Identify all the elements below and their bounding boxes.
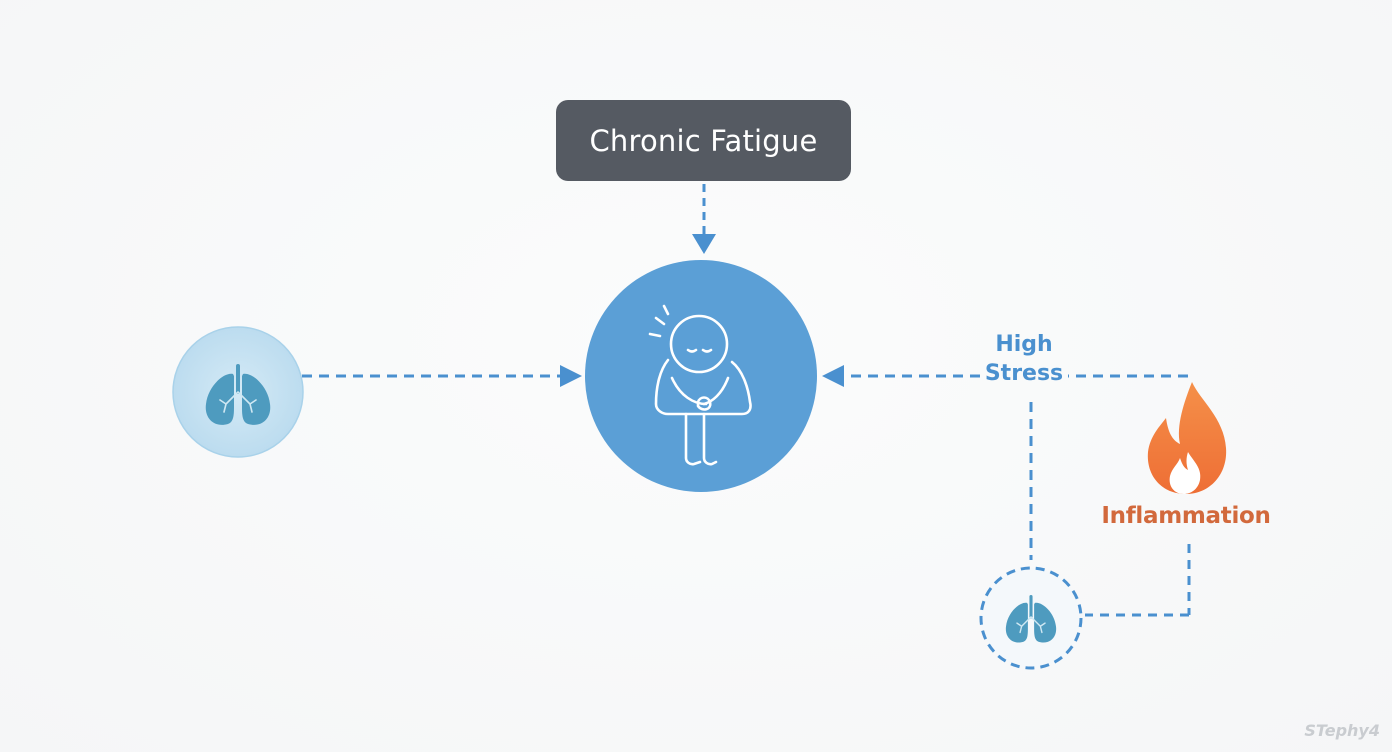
chronic-fatigue-title: Chronic Fatigue: [556, 100, 851, 181]
inflammation-label: Inflammation: [1101, 503, 1271, 529]
lungs-icon: [205, 364, 271, 425]
connector-stress-to-center: [822, 365, 1188, 387]
connector-left-to-center: [302, 365, 582, 387]
connector-title-to-center: [692, 184, 716, 254]
center-fatigue-node: [585, 260, 817, 492]
high-stress-label-line1: High: [995, 332, 1053, 357]
high-stress-label: High Stress: [972, 330, 1076, 388]
bottom-lungs-node: [979, 566, 1083, 670]
left-lungs-node: [172, 326, 304, 458]
high-stress-label-line2: Stress: [984, 361, 1064, 386]
connector-inflammation-to-lungs: [1085, 544, 1191, 617]
lungs-icon: [1005, 595, 1057, 643]
watermark: STephy4: [1304, 721, 1380, 740]
flame-icon: [1147, 382, 1227, 494]
fatigued-person-icon: [648, 304, 752, 466]
